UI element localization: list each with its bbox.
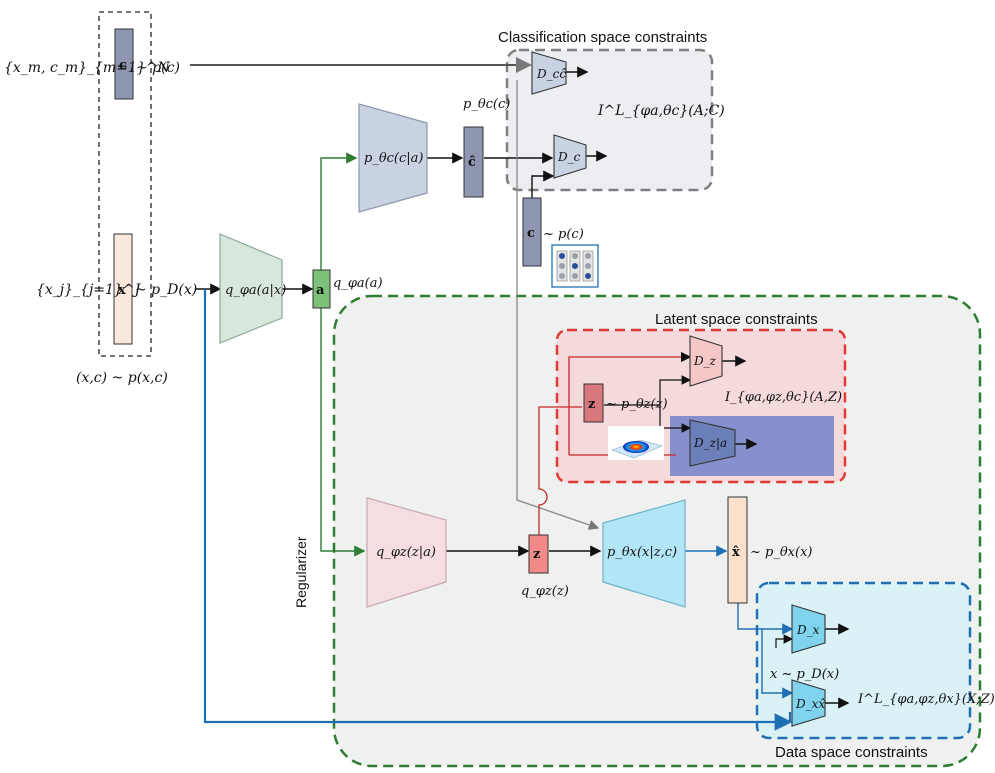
paired-set-label: {x_m, c_m}_{m=1}^N bbox=[4, 60, 170, 76]
z-vector-label: z bbox=[533, 547, 540, 562]
discriminator-z-given-a-label: D_z|a bbox=[693, 436, 727, 450]
x-real-label: x ~ p_D(x) bbox=[770, 667, 839, 682]
mi-xz-label: I^L_{φa,φz,θx}(X;Z) bbox=[857, 692, 995, 707]
discriminator-z-given-a bbox=[689, 419, 736, 467]
decoder-x-label: p_θx(x|z,c) bbox=[607, 545, 677, 560]
data-region-title: Data space constraints bbox=[775, 744, 928, 761]
discriminator-z-label: D_z bbox=[693, 354, 717, 368]
discriminator-x-label: D_x bbox=[796, 623, 820, 637]
discriminator-cchat-label: D_cĉ bbox=[536, 67, 566, 81]
discriminator-cchat bbox=[531, 51, 567, 95]
joint-dist-label: (x,c) ~ p(x,c) bbox=[76, 370, 168, 386]
c-sample-vector bbox=[522, 197, 542, 267]
x-hat-dist-label: ~ p_θx(x) bbox=[750, 545, 812, 560]
x-vector-label: x bbox=[118, 283, 126, 298]
z-prior-label: ~ p_θz(z) bbox=[606, 397, 668, 412]
discriminator-xxhat-label: D_xx̂ bbox=[795, 697, 825, 711]
decoder-c-label: p_θc(c|a) bbox=[364, 151, 423, 166]
discriminator-z bbox=[689, 335, 723, 387]
x-hat-vector-label: x̂ bbox=[732, 545, 740, 560]
classification-region-title: Classification space constraints bbox=[498, 29, 707, 46]
encoder-a-label: q_φa(a|x) bbox=[225, 283, 286, 298]
x-vector bbox=[113, 233, 133, 345]
c-hat-vector-label: ĉ bbox=[468, 155, 476, 170]
latent-region-title: Latent space constraints bbox=[655, 311, 818, 328]
discriminator-x bbox=[791, 604, 826, 654]
mi-ac-label: I^L_{φa,θc}(A;C) bbox=[597, 103, 725, 119]
encoder-z-label: q_φz(z|a) bbox=[376, 545, 436, 560]
q-z-label: q_φz(z) bbox=[521, 584, 569, 599]
x-hat-vector bbox=[727, 496, 748, 604]
p-theta-c-label: p_θc(c) bbox=[463, 97, 510, 112]
z-prior-vector bbox=[583, 383, 604, 423]
a-vector bbox=[312, 269, 331, 309]
c-hat-vector bbox=[463, 126, 484, 198]
encoder-a-block bbox=[219, 233, 283, 344]
c-sample-vector-label: c bbox=[527, 226, 535, 241]
c-prior-label: ~ p(c) bbox=[543, 227, 584, 242]
categorical-prior-thumbnail bbox=[551, 244, 599, 288]
q-a-label: q_φa(a) bbox=[333, 276, 383, 291]
regularizer-label: Regularizer bbox=[293, 536, 309, 608]
unpaired-set-label: {x_j}_{j=1}^J bbox=[36, 282, 142, 298]
z-prior-vector-label: z bbox=[588, 397, 595, 412]
discriminator-c bbox=[553, 134, 587, 179]
decoder-x-block bbox=[602, 499, 686, 608]
gaussian-prior-thumbnail bbox=[608, 426, 664, 460]
discriminator-c-label: D_c bbox=[557, 150, 581, 164]
c-vector bbox=[114, 28, 134, 100]
encoder-z-block bbox=[366, 497, 447, 608]
z-vector bbox=[528, 534, 549, 574]
decoder-c-block bbox=[358, 103, 428, 213]
mi-az-label: I_{φa,φz,θc}(A,Z) bbox=[724, 390, 842, 405]
discriminator-xxhat bbox=[791, 679, 826, 727]
c-vector-label: c bbox=[119, 58, 127, 73]
p-c-label: ~ p(c) bbox=[136, 60, 180, 76]
a-vector-label: a bbox=[316, 283, 325, 298]
p-d-x-label: ~ p_D(x) bbox=[135, 282, 197, 298]
